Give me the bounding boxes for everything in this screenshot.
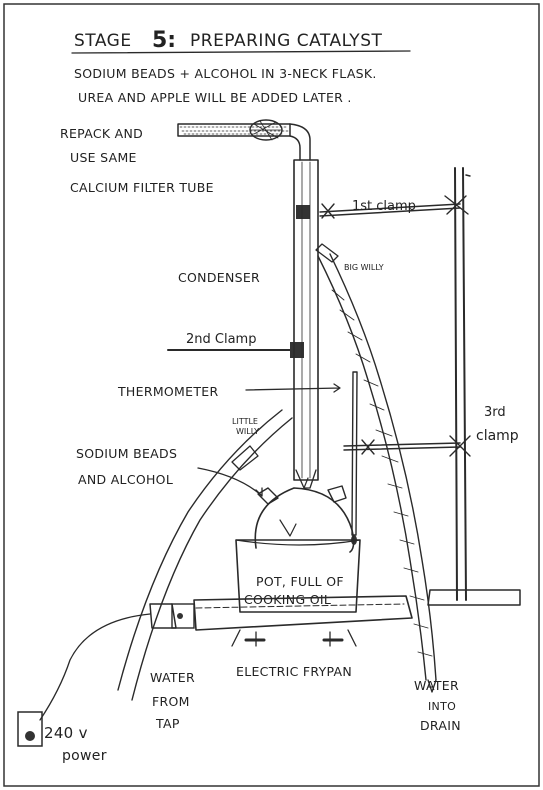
condenser-outer: [293, 159, 319, 481]
water-tap-label-3: TAP: [155, 716, 180, 731]
flask-side-neck-right: [327, 485, 347, 503]
clamp-2: 2nd Clamp: [167, 332, 304, 358]
subtitle-line-2: UREA AND APPLE WILL BE ADDED LATER .: [78, 90, 352, 105]
little-willy-label-1: LITTLE: [232, 417, 258, 426]
sodium-arrow: [197, 467, 263, 497]
subtitle-line-1: SODIUM BEADS + ALCOHOL IN 3-NECK FLASK.: [74, 66, 377, 81]
clamp1-label: 1st clamp: [352, 199, 416, 214]
power-plug: [17, 711, 43, 747]
repack-label-1: REPACK AND: [60, 126, 143, 141]
water-drain-label-1: WATER: [414, 678, 459, 693]
title-text: PREPARING CATALYST: [190, 31, 382, 51]
calcium-filter-tube: [177, 119, 311, 161]
water-tap-label-1: WATER: [150, 670, 195, 685]
thermometer: [351, 371, 358, 545]
water-tap-label-2: FROM: [152, 694, 190, 709]
clamp2-label: 2nd Clamp: [186, 332, 256, 347]
condenser-inner: [301, 161, 311, 479]
three-neck-flask: [254, 477, 355, 553]
power-cord: 240 v power: [17, 613, 151, 764]
hose-big-willy: BIG WILLY: [315, 243, 437, 693]
oil-pot: POT, FULL OF COOKING OIL: [235, 539, 361, 613]
electric-frypan: ELECTRIC FRYPAN: [149, 595, 413, 679]
flask-side-neck-left: [257, 487, 279, 505]
thermometer-arrow: [245, 383, 341, 393]
frypan-label: ELECTRIC FRYPAN: [236, 664, 352, 679]
title-number: 5:: [152, 28, 176, 53]
condenser: [293, 159, 319, 489]
sodium-label-2: AND ALCOHOL: [78, 472, 173, 487]
page-border: [3, 3, 540, 787]
sodium-label-1: SODIUM BEADS: [76, 446, 177, 461]
condenser-label: CONDENSER: [178, 270, 260, 285]
water-drain-label-3: DRAIN: [420, 718, 461, 733]
clamp3-label-1: 3rd: [484, 405, 506, 420]
title-underline: [71, 50, 411, 54]
clamp3-label-2: clamp: [476, 428, 519, 444]
repack-label-3: CALCIUM FILTER TUBE: [70, 180, 214, 195]
title-stage: STAGE: [74, 31, 132, 51]
annotation-labels: REPACK AND USE SAME CALCIUM FILTER TUBE …: [60, 126, 461, 733]
pot-label-1: POT, FULL OF: [256, 574, 344, 589]
water-drain-label-2: INTO: [428, 700, 456, 713]
repack-label-2: USE SAME: [70, 150, 137, 165]
stand-rod: [454, 167, 458, 601]
pointer-arrows: [197, 383, 341, 497]
little-willy-label-2: WILLY: [236, 427, 259, 436]
clamp-3: 3rd clamp: [343, 405, 519, 457]
clamp-1: 1st clamp: [296, 195, 469, 219]
retort-stand: [427, 167, 521, 606]
power-label-2: power: [62, 748, 107, 764]
pot-label-2: COOKING OIL: [244, 592, 331, 607]
big-willy-label: BIG WILLY: [344, 263, 384, 272]
hose-little-willy: LITTLE WILLY: [117, 409, 293, 701]
stand-base: [427, 589, 521, 606]
title-block: STAGE 5: PREPARING CATALYST SODIUM BEADS…: [71, 28, 411, 105]
thermometer-label: THERMOMETER: [117, 384, 218, 399]
power-label-1: 240 v: [44, 724, 88, 742]
